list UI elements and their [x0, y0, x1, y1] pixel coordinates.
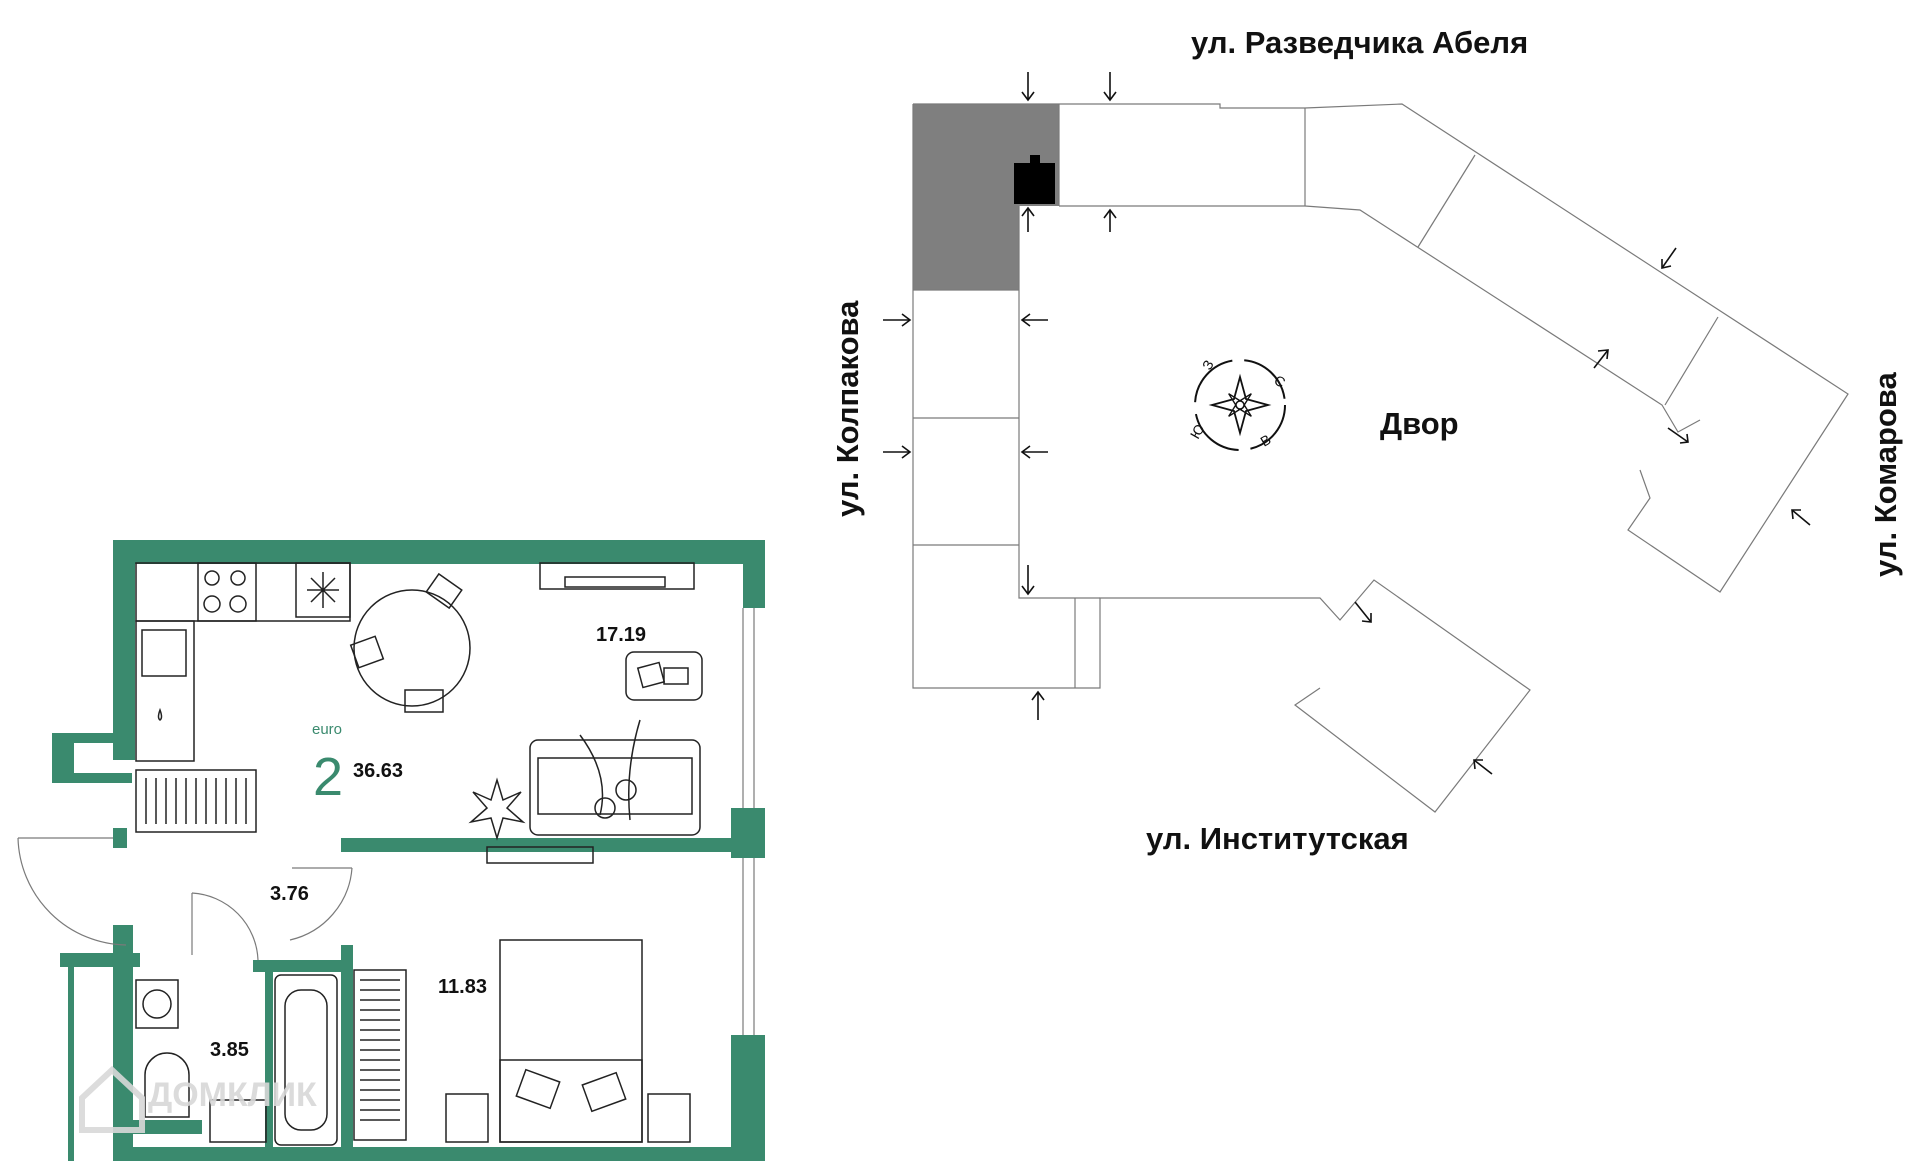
yard-label: Двор — [1380, 406, 1459, 441]
walls — [52, 540, 765, 1161]
building-outline — [912, 103, 1849, 813]
house-icon — [79, 1065, 145, 1133]
entrance-arrow-icon — [1021, 206, 1035, 232]
sink-icon — [141, 629, 187, 721]
coffee-table-icon — [625, 651, 703, 701]
bathtub-icon — [274, 974, 338, 1146]
entrance-arrow-icon — [1021, 72, 1035, 102]
room-area-hall: 3.76 — [270, 883, 309, 905]
bath-sink-icon — [209, 1099, 267, 1143]
windows — [742, 608, 755, 1035]
compass-rose-icon: С В Ю З — [1187, 357, 1288, 451]
washing-machine-icon — [135, 979, 179, 1029]
kitchen-units — [135, 562, 351, 833]
street-east-label: ул. Комарова — [1868, 372, 1903, 577]
nightstand-icon — [445, 1093, 691, 1143]
flat-rooms-label: 2 — [313, 747, 343, 807]
compass-east-label: В — [1258, 431, 1274, 450]
entrance-arrow-icon — [1103, 72, 1117, 102]
wardrobe-icon — [353, 969, 407, 1141]
highlighted-section[interactable] — [913, 104, 1059, 290]
flat-type-label: euro — [312, 721, 342, 738]
entrance-arrows — [883, 72, 1811, 775]
entrance-arrow-icon — [1031, 690, 1045, 720]
entrance-arrow-icon — [883, 445, 912, 459]
bed-icon — [499, 939, 643, 1143]
entrance-arrow-icon — [883, 313, 912, 327]
stove-icon — [197, 562, 257, 622]
entrance-arrow-icon — [1667, 427, 1689, 444]
doors — [17, 837, 353, 961]
plant-icon — [468, 777, 526, 841]
entrance-arrow-icon — [1020, 313, 1048, 327]
flat-total-area: 36.63 — [353, 760, 403, 782]
entrance-arrow-icon — [1473, 759, 1493, 775]
watermark: ДОМКЛИК — [79, 1065, 317, 1133]
radiator-icon — [135, 769, 257, 833]
entrance-arrow-icon — [1791, 509, 1811, 526]
room-area-kitchen-living: 17.19 — [596, 624, 646, 646]
room-area-bedroom: 11.83 — [438, 976, 487, 998]
entrance-arrow-icon — [1354, 601, 1372, 623]
entrance-marker-top — [1030, 155, 1040, 165]
entrance-arrow-icon — [1103, 208, 1117, 232]
entrance-arrow-icon — [1020, 445, 1048, 459]
dining-table-icon — [349, 572, 471, 713]
street-south-label: ул. Институтская — [1146, 821, 1409, 856]
entrance-marker — [1014, 163, 1055, 204]
tv-icon — [486, 562, 695, 864]
floor-plan: 17.19 3.76 3.85 11.83 euro 2 36.63 ДОМКЛ… — [17, 540, 765, 1161]
compass-west-label: З — [1199, 357, 1217, 372]
street-north-label: ул. Разведчика Абеля — [1191, 25, 1528, 60]
entrance-arrow-icon — [1021, 565, 1035, 596]
street-west-label: ул. Колпакова — [830, 300, 865, 517]
toilet-icon — [144, 1052, 190, 1118]
watermark-text: ДОМКЛИК — [148, 1076, 317, 1114]
sofa-icon — [529, 719, 701, 836]
entrance-arrow-icon — [1661, 247, 1677, 269]
compass-south-label: Ю — [1187, 421, 1208, 441]
site-plan: С В Ю З ул. Разведчика Абеля ул. Колпако… — [830, 25, 1903, 856]
fridge-icon — [295, 562, 351, 618]
entrance-arrow-icon — [1593, 349, 1609, 369]
room-area-bathroom: 3.85 — [210, 1039, 249, 1061]
